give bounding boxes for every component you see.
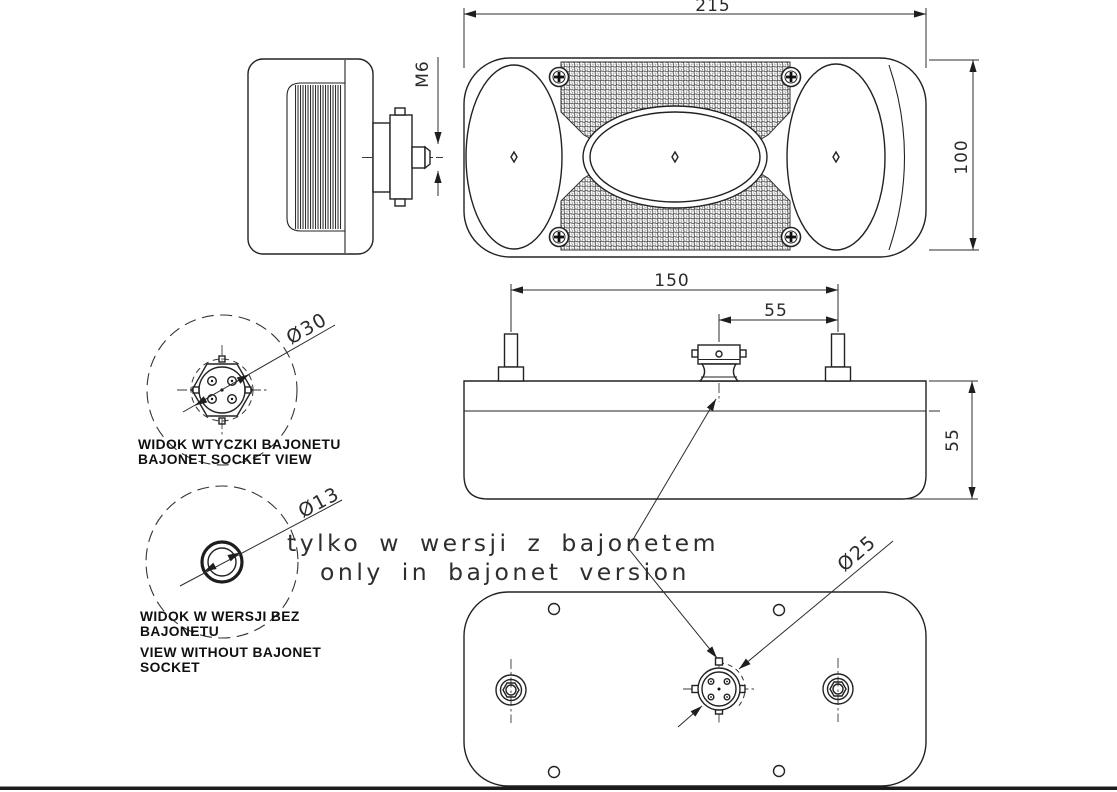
socket-view-label-pl: WIDOK WTYCZKI BAJONETU xyxy=(138,437,341,452)
no-socket-label-pl1: WIDOK W WERSJI BEZ xyxy=(140,609,300,624)
mounting-bolt xyxy=(824,333,852,382)
top-body-outline xyxy=(463,380,927,500)
dim-offset-55: 55 xyxy=(718,301,838,342)
center-marker-icon xyxy=(832,150,840,164)
hex-nut xyxy=(495,659,527,723)
grommet-inner-circle xyxy=(207,547,237,577)
front-view: 215 100 xyxy=(463,0,979,258)
center-marker-icon xyxy=(671,150,679,164)
mounting-bolt xyxy=(497,333,525,382)
screw-icon xyxy=(780,66,802,88)
vent-hole xyxy=(547,602,561,616)
hex-nut xyxy=(822,658,854,722)
detail-boundary-circle xyxy=(145,485,299,639)
front-inner-contour xyxy=(888,64,906,251)
side-lens-ridges xyxy=(294,85,342,229)
dim-spacing-150: 150 xyxy=(510,271,839,332)
dim-height-100: 100 xyxy=(929,59,979,251)
dia13-label: Ø13 xyxy=(295,483,344,523)
stud-tip xyxy=(424,145,431,170)
stud-thread xyxy=(411,146,426,169)
stud-nub-bottom xyxy=(394,198,406,207)
socket-view-label-en: BAJONET SOCKET VIEW xyxy=(138,452,313,467)
lens-left-oval xyxy=(465,64,563,250)
center-marker-icon xyxy=(510,150,518,164)
screw-icon xyxy=(548,226,570,248)
dim-depth-55: 55 xyxy=(906,380,978,500)
dim-m6: M6 xyxy=(413,57,442,196)
screw-icon xyxy=(548,66,570,88)
vent-hole xyxy=(547,765,561,779)
stud-nub-top xyxy=(394,107,406,116)
dia25-dashed-circle xyxy=(718,662,746,707)
note-text-en: only in bajonet version xyxy=(320,558,690,586)
dim-width-label: 215 xyxy=(695,0,730,16)
vent-hole xyxy=(772,764,786,778)
dim-offset-label: 55 xyxy=(764,301,788,321)
side-view: M6 xyxy=(247,57,443,255)
lens-center-oval xyxy=(582,105,768,209)
side-lens-outline xyxy=(286,82,345,232)
bajonet-socket-detail: Ø30 WIDOK WTYCZKI BAJONETU BAJONET SOCKE… xyxy=(138,308,341,467)
dim-m6-label: M6 xyxy=(413,60,433,87)
bajonet-connector-back xyxy=(683,657,757,724)
dim-width-215: 215 xyxy=(463,0,927,68)
detail-boundary-circle xyxy=(146,314,298,466)
grommet-detail: Ø13 WIDOK W WERSJI BEZ BAJONETU VIEW WIT… xyxy=(140,483,344,675)
lens-right-oval xyxy=(786,63,886,251)
note-leader-line xyxy=(627,398,718,659)
dim-height-label: 100 xyxy=(952,139,972,174)
dim-spacing-label: 150 xyxy=(654,271,689,291)
back-view: Ø25 xyxy=(463,531,927,787)
dia30-label: Ø30 xyxy=(283,308,332,349)
note-text-pl: tylko w wersji z bajonetem xyxy=(287,529,719,557)
stud-flange xyxy=(372,122,391,193)
no-socket-label-en1: VIEW WITHOUT BAJONET xyxy=(140,645,321,660)
side-stud-assembly xyxy=(362,107,443,207)
bottom-border xyxy=(0,786,1117,790)
stud-body xyxy=(389,114,413,200)
socket-dia-circle xyxy=(190,358,254,422)
no-socket-label-pl2: BAJONETU xyxy=(140,624,219,639)
top-view: 150 55 55 xyxy=(463,271,978,500)
lens-center-oval-inner xyxy=(589,111,761,203)
screw-icon xyxy=(780,226,802,248)
bajonet-connector-top xyxy=(691,344,747,402)
dia25-label: Ø25 xyxy=(833,531,880,576)
no-socket-label-en2: SOCKET xyxy=(140,660,200,675)
vent-hole xyxy=(772,603,786,617)
dim-depth-label: 55 xyxy=(943,428,963,452)
